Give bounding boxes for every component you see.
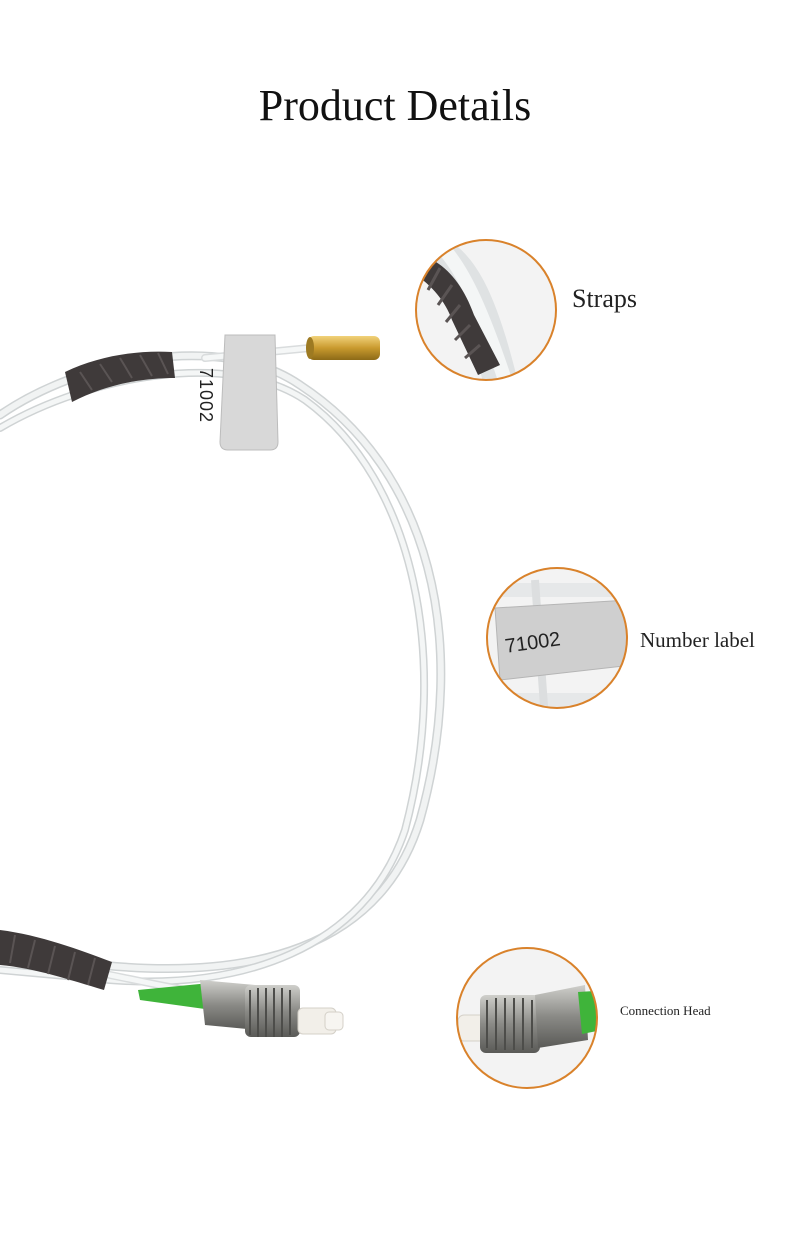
zoom-circle-straps (415, 239, 557, 381)
page-title: Product Details (258, 81, 532, 130)
callout-label-number-label: Number label (640, 628, 755, 652)
callout-label-connection-head: Connection Head (620, 1003, 711, 1018)
zoom-circle-connection-head (456, 947, 598, 1089)
tag-number-text: 71002 (196, 368, 216, 424)
number-tag (219, 334, 279, 451)
strap-bottom (0, 930, 112, 990)
zoom-circle-number-label (486, 567, 628, 709)
brass-ferrule (308, 336, 380, 360)
callout-label-straps: Straps (572, 284, 637, 313)
strap-top (65, 351, 175, 402)
fc-connector (138, 980, 344, 1037)
